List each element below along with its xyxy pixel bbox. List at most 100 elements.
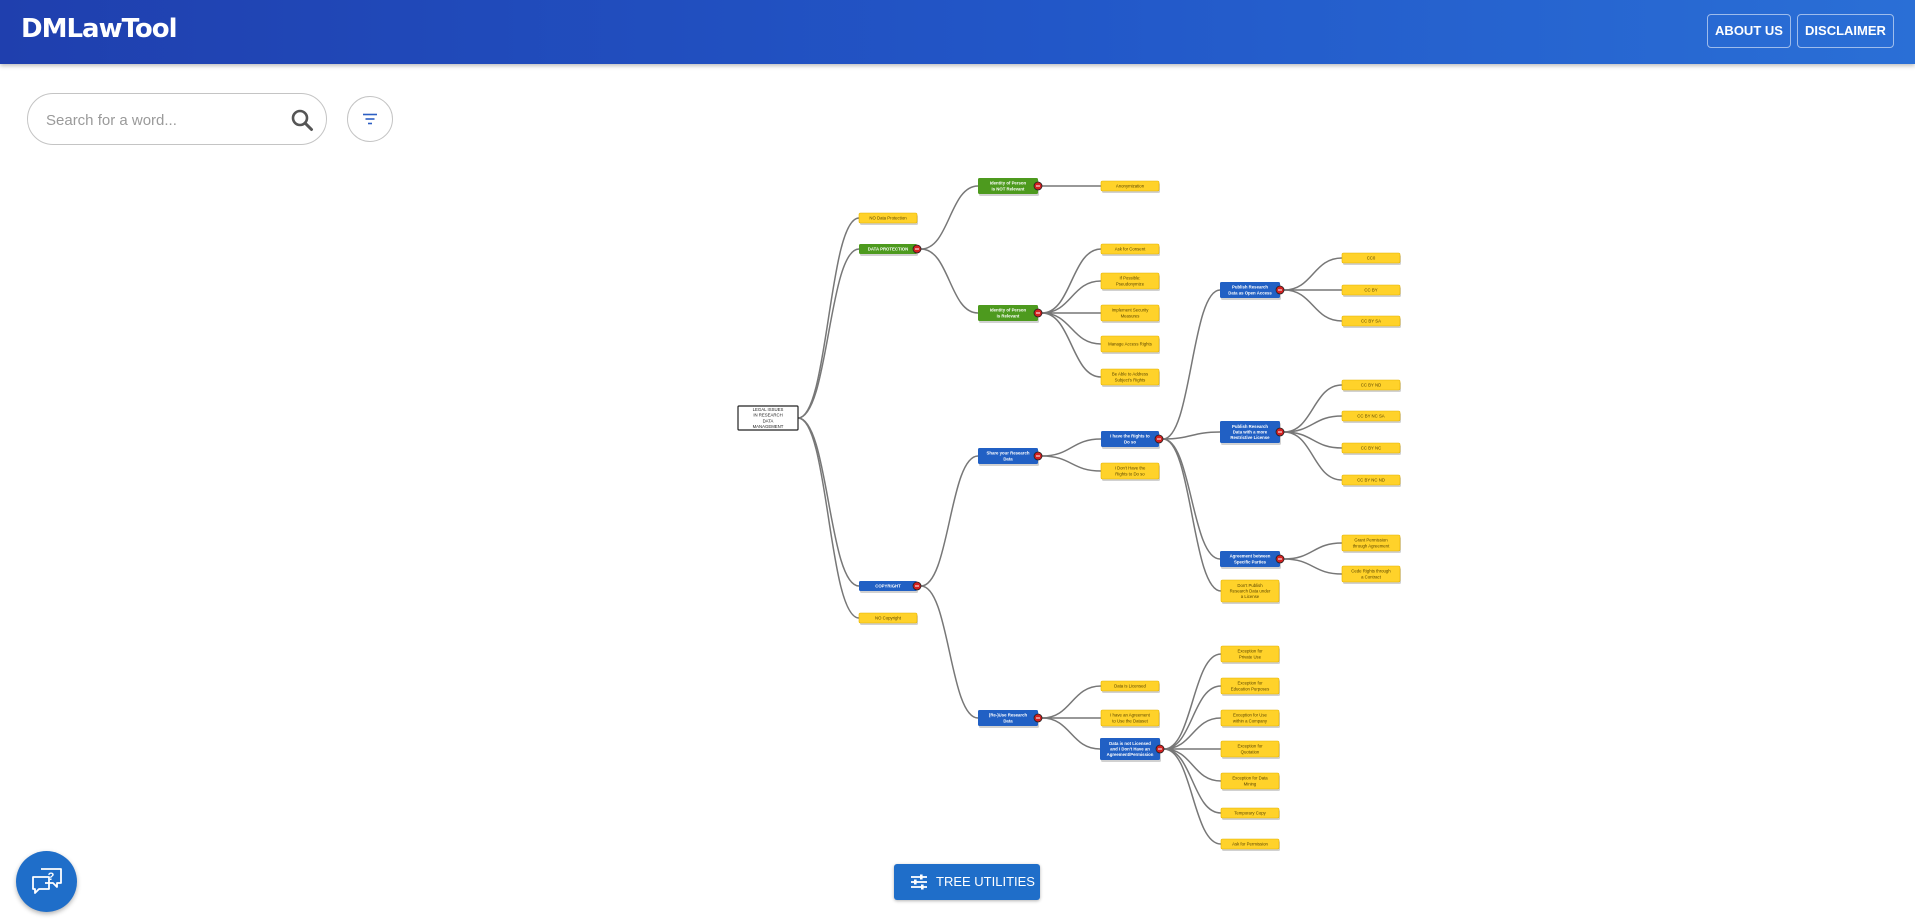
- tree-node-consent[interactable]: Ask for Consent: [1100, 243, 1160, 256]
- tree-node-ccbynd[interactable]: CC BY ND: [1341, 379, 1401, 392]
- tree-link: [1163, 685, 1222, 750]
- tree-link: [1041, 455, 1102, 472]
- tree-link: [1283, 542, 1343, 560]
- tree-link: [1162, 438, 1222, 592]
- svg-text:?: ?: [48, 871, 55, 883]
- tree-link: [1163, 748, 1222, 782]
- tree-node-label: CC BY: [1364, 288, 1377, 293]
- tree-node-access[interactable]: Manage Access Rights: [1100, 335, 1160, 354]
- filter-icon: [363, 113, 377, 125]
- tree-node-ccbyncsa[interactable]: CC BY NC SA: [1341, 410, 1401, 423]
- tree-node-ccby[interactable]: CC BY: [1341, 284, 1401, 297]
- tree-link: [1041, 312, 1102, 345]
- search-icon[interactable]: [290, 108, 314, 132]
- tree-node-ccbyncnd[interactable]: CC BY NC ND: [1341, 474, 1401, 487]
- tree-link: [1283, 257, 1343, 291]
- tree-link: [797, 217, 860, 419]
- tree-link: [1283, 289, 1343, 322]
- tree-link: [1163, 653, 1222, 750]
- tree-node-anon[interactable]: Anonymization: [1100, 180, 1160, 193]
- tree-node-pseudo[interactable]: If Possible:Pseudonymize: [1100, 272, 1160, 291]
- tree-node-licensed[interactable]: Data is Licensed: [1100, 680, 1160, 693]
- search-input[interactable]: [44, 107, 278, 133]
- tree-link: [1041, 717, 1101, 750]
- tree-node-cr[interactable]: COPYRIGHT: [859, 581, 922, 593]
- tree-node-label: NO Data Protection: [869, 216, 907, 221]
- tree-node-ccbync[interactable]: CC BY NC: [1341, 442, 1401, 455]
- tree-node-cc0[interactable]: CC0: [1341, 252, 1401, 265]
- tree-node-label: Manage Access Rights: [1108, 342, 1152, 347]
- tree-link: [797, 248, 860, 419]
- tree-node-label: Temporary Copy: [1234, 811, 1266, 816]
- tree-node-dp[interactable]: DATA PROTECTION: [859, 244, 922, 256]
- tree-node-ccbysa[interactable]: CC BY SA: [1341, 315, 1401, 328]
- tree-node-nocr[interactable]: NO Copyright: [858, 612, 918, 625]
- tree-utilities-button[interactable]: TREE UTILITIES: [894, 864, 1040, 900]
- about-us-button[interactable]: ABOUT US: [1707, 14, 1791, 48]
- filter-button[interactable]: [347, 96, 393, 142]
- tree-link: [920, 185, 979, 250]
- tree-node-label: DATA PROTECTION: [868, 247, 909, 252]
- search-box: [27, 93, 327, 145]
- tree-node-label: CC BY NC ND: [1357, 478, 1385, 483]
- tree-link: [1163, 717, 1222, 750]
- tree-link: [1163, 748, 1222, 845]
- tree-link: [1283, 415, 1343, 433]
- tree-node-tempcopy[interactable]: Temporary Copy: [1220, 807, 1280, 820]
- tree-node-label: CC BY NC: [1361, 446, 1381, 451]
- tree-link: [1041, 248, 1102, 314]
- tree-node-label: CC BY NC SA: [1357, 414, 1385, 419]
- tree-node-label: NO Copyright: [875, 616, 902, 621]
- tree-link: [1163, 748, 1222, 814]
- tree-node-nodp[interactable]: NO Data Protection: [858, 212, 918, 225]
- tree-link: [1283, 384, 1343, 433]
- brand-logo[interactable]: DMLawTool: [21, 14, 178, 44]
- tree-link: [1041, 280, 1102, 314]
- tree-link: [1041, 312, 1102, 378]
- tree-node-label: Anonymization: [1116, 184, 1145, 189]
- disclaimer-button[interactable]: DISCLAIMER: [1797, 14, 1894, 48]
- tree-node-askperm[interactable]: Ask for Permission: [1220, 838, 1280, 851]
- tune-icon: [911, 874, 927, 890]
- tree-link: [1162, 431, 1221, 440]
- help-chat-button[interactable]: ?: [16, 851, 77, 912]
